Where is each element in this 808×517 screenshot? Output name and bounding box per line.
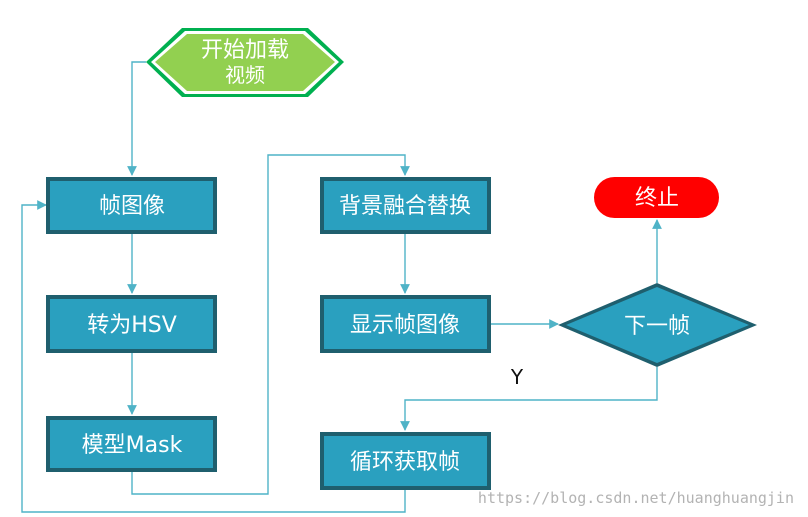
loop-get-frame-node: 循环获取帧 (320, 432, 491, 490)
frame-image-node: 帧图像 (46, 177, 217, 234)
bg-blend-label: 背景融合替换 (339, 194, 471, 219)
connector-next-to-loop (400, 367, 658, 431)
yes-branch-label: Y (510, 365, 524, 389)
model-mask-node: 模型Mask (46, 416, 217, 472)
loop-get-frame-label: 循环获取帧 (350, 450, 460, 475)
model-mask-label: 模型Mask (82, 433, 183, 458)
start-node-label-line2: 视频 (225, 63, 265, 87)
start-node-label-line1: 开始加载 (201, 38, 289, 63)
next-frame-label: 下一帧 (624, 314, 690, 339)
connectors (21, 61, 662, 513)
end-node: 终止 (594, 177, 719, 218)
connector-start-to-frame (127, 61, 146, 176)
bg-blend-node: 背景融合替换 (320, 177, 491, 234)
to-hsv-node: 转为HSV (46, 295, 217, 353)
watermark-text: https://blog.csdn.net/huanghuangjin (478, 489, 794, 507)
frame-image-label: 帧图像 (99, 194, 165, 219)
next-frame-decision: 下一帧 (558, 283, 757, 367)
connector-mask-to-blend (131, 154, 410, 495)
connector-loop-to-frame (21, 200, 406, 513)
to-hsv-label: 转为HSV (87, 313, 177, 338)
start-node: 开始加载 视频 (146, 28, 344, 97)
end-label: 终止 (635, 186, 679, 211)
show-frame-node: 显示帧图像 (320, 295, 491, 353)
show-frame-label: 显示帧图像 (350, 313, 460, 338)
